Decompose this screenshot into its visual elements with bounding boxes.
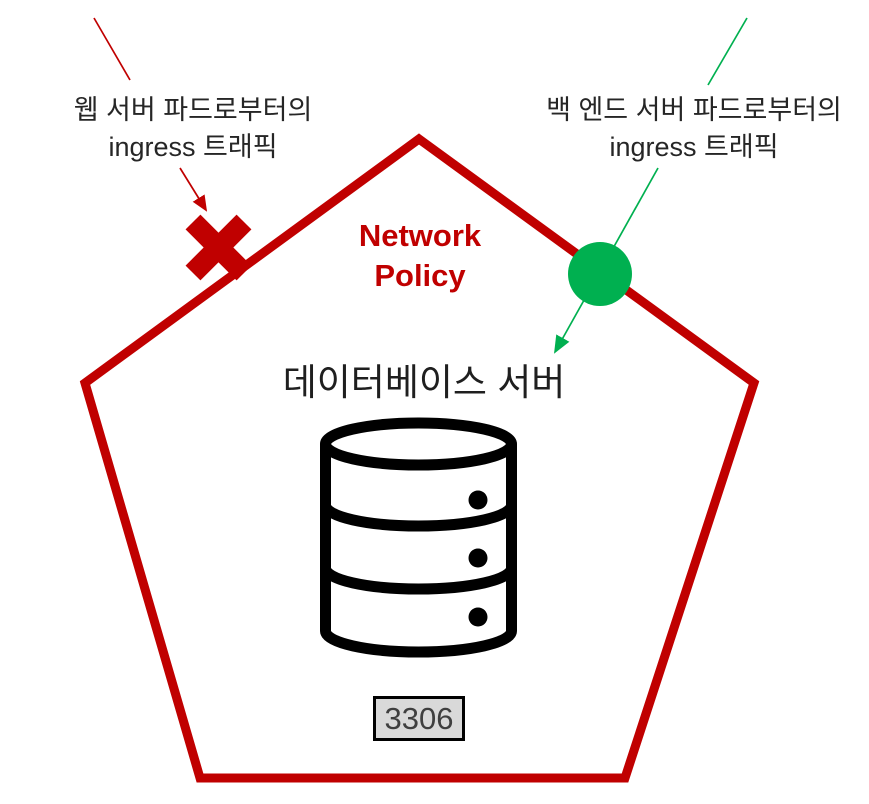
network-policy-label-line1: Network bbox=[358, 218, 482, 253]
backend-ingress-arrow bbox=[554, 17, 748, 354]
backend-ingress-label: 백 엔드 서버 파드로부터의 ingress 트래픽 bbox=[546, 92, 842, 166]
web-ingress-arrow bbox=[93, 17, 208, 212]
blocked-x-icon bbox=[185, 214, 252, 281]
backend-ingress-label-line2: ingress 트래픽 bbox=[609, 132, 779, 162]
pentagon-boundary-icon bbox=[79, 133, 760, 783]
database-icon bbox=[320, 417, 517, 658]
web-ingress-label-line1: 웹 서버 파드로부터의 bbox=[73, 95, 313, 125]
backend-ingress-label-line1: 백 엔드 서버 파드로부터의 bbox=[546, 95, 842, 125]
web-ingress-label-line2: ingress 트래픽 bbox=[108, 132, 278, 162]
network-policy-label: Network Policy bbox=[359, 216, 481, 296]
database-server-label: 데이터베이스 서버 bbox=[282, 362, 566, 403]
allowed-circle-icon bbox=[568, 242, 632, 306]
network-policy-label-line2: Policy bbox=[374, 258, 466, 293]
port-badge: 3306 bbox=[373, 696, 465, 741]
web-ingress-label: 웹 서버 파드로부터의 ingress 트래픽 bbox=[74, 92, 313, 166]
port-badge-value: 3306 bbox=[384, 700, 454, 736]
